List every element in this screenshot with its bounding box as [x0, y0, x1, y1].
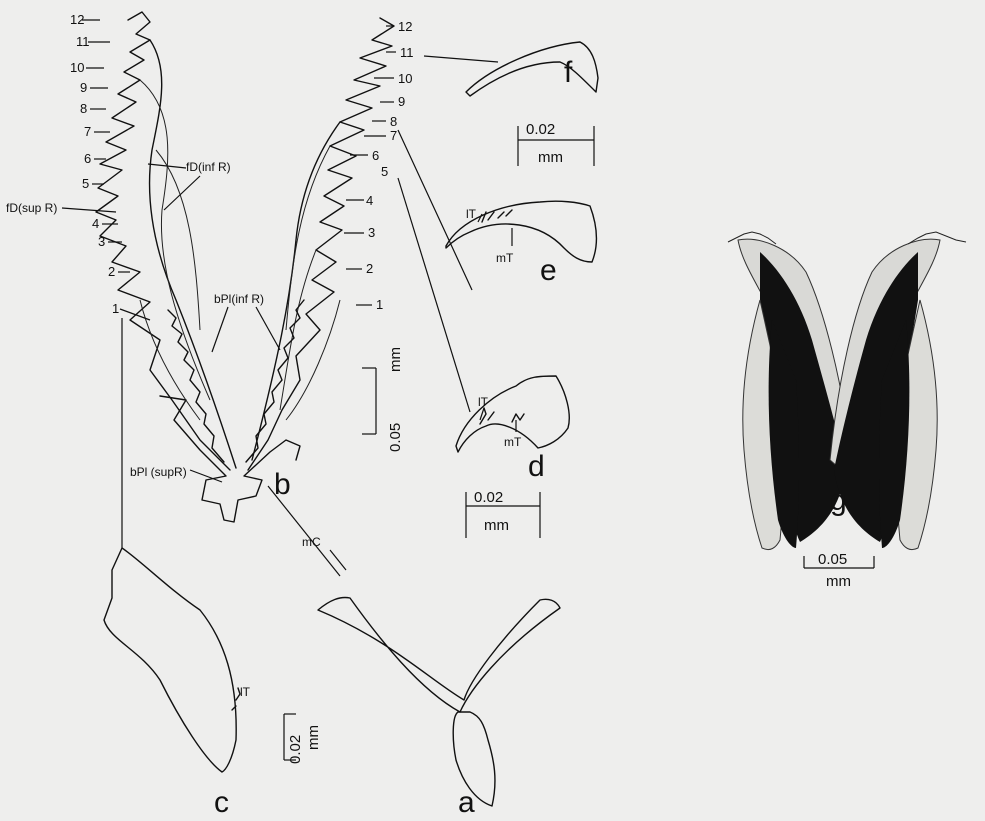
e-lt-label: lT	[466, 207, 477, 221]
scale-bar-f: 0.02 mm	[518, 121, 594, 166]
right-num-4: 4	[366, 193, 373, 208]
left-num-1: 1	[112, 301, 119, 316]
panel-a-maxillary-carrier: mC a	[302, 535, 560, 819]
panel-b-callouts: fD(inf R) fD(sup R) bPl(inf R) bPl (supR…	[6, 160, 291, 501]
right-num-8: 8	[390, 114, 397, 129]
right-num-7: 7	[390, 128, 397, 143]
scale-g-unit: mm	[826, 573, 851, 590]
scale-de-value: 0.02	[474, 489, 503, 506]
right-denticle-numbers: 12 11 10 9 8 7 6 5 4 3 2 1	[344, 19, 414, 312]
left-num-5: 5	[82, 176, 89, 191]
bpl-sup-label: bPl (supR)	[130, 465, 187, 479]
panel-e-tooth: lT mT e	[446, 201, 596, 287]
right-num-1: 1	[376, 297, 383, 312]
left-num-4: 4	[92, 216, 99, 231]
panel-g-label: g	[830, 484, 847, 517]
left-num-9: 9	[80, 80, 87, 95]
left-num-7: 7	[84, 124, 91, 139]
scale-c-unit: mm	[305, 725, 322, 750]
right-num-10: 10	[398, 71, 412, 86]
scale-f-value: 0.02	[526, 121, 555, 138]
c-lt-label: lT	[240, 685, 251, 699]
scale-bar-de: 0.02 mm	[466, 489, 540, 538]
scale-g-value: 0.05	[818, 551, 847, 568]
left-num-10: 10	[70, 60, 84, 75]
panel-f-label: f	[564, 56, 573, 89]
panel-b-jaw-apparatus	[96, 12, 394, 522]
right-num-3: 3	[368, 225, 375, 240]
scale-bar-c: 0.02 mm	[284, 714, 322, 764]
right-num-12: 12	[398, 19, 412, 34]
left-num-8: 8	[80, 101, 87, 116]
fd-inf-label: fD(inf R)	[186, 160, 231, 174]
panel-e-label: e	[540, 254, 557, 287]
scale-b-value: 0.05	[387, 423, 404, 452]
right-num-5: 5	[381, 164, 388, 179]
panel-f-tooth: f	[466, 42, 598, 96]
left-num-11: 11	[76, 34, 90, 49]
panel-g-stippled-jaws: g	[728, 232, 966, 550]
right-num-11: 11	[400, 45, 414, 60]
panel-d-tooth: lT mT d	[456, 376, 569, 483]
left-num-6: 6	[84, 151, 91, 166]
scale-bar-g: 0.05 mm	[804, 551, 874, 590]
scale-bar-b: 0.05 mm	[362, 347, 404, 452]
panel-c-label: c	[214, 786, 229, 819]
scale-c-value: 0.02	[287, 735, 304, 764]
scale-b-unit: mm	[387, 347, 404, 372]
scale-de-unit: mm	[484, 517, 509, 534]
fd-sup-label: fD(sup R)	[6, 201, 57, 215]
right-num-2: 2	[366, 261, 373, 276]
left-num-2: 2	[108, 264, 115, 279]
bpl-inf-label: bPl(inf R)	[214, 292, 264, 306]
d-mt-label: mT	[504, 435, 522, 449]
right-num-9: 9	[398, 94, 405, 109]
mc-label: mC	[302, 535, 321, 549]
e-mt-label: mT	[496, 251, 514, 265]
d-lt-label: lT	[478, 395, 489, 409]
scale-f-unit: mm	[538, 149, 563, 166]
left-num-3: 3	[98, 234, 105, 249]
panel-a-label: a	[458, 786, 475, 819]
panel-c-tooth: lT c	[104, 548, 251, 819]
panel-d-label: d	[528, 450, 545, 483]
right-num-6: 6	[372, 148, 379, 163]
